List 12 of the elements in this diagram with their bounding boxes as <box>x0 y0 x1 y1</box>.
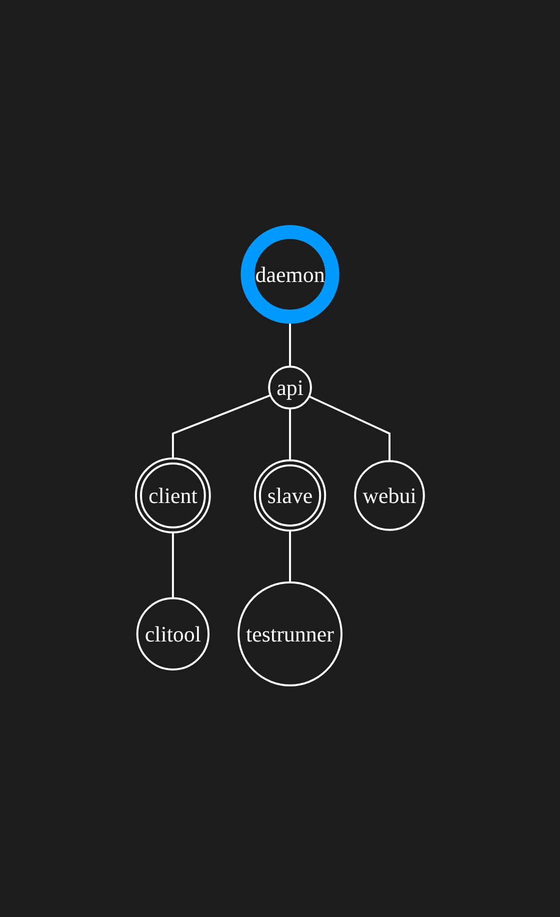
connector <box>172 394 271 458</box>
node-circle: daemon <box>240 224 340 324</box>
node-circle: client <box>135 457 211 534</box>
node-circle: clitool <box>136 597 210 670</box>
connector <box>172 532 174 598</box>
node-circle: api <box>268 365 312 410</box>
node-circle: testrunner <box>238 581 343 686</box>
connector <box>289 408 292 460</box>
connector <box>308 395 391 461</box>
connector <box>289 530 292 582</box>
node-circle: webui <box>354 460 425 531</box>
node-circle: slave <box>254 459 326 532</box>
